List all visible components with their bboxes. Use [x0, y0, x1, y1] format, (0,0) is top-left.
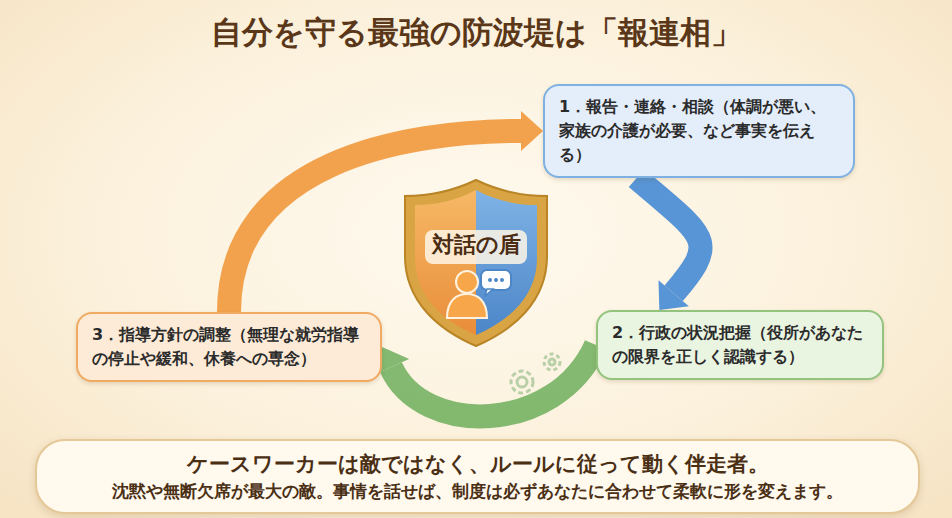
step-box: 3．指導方針の調整（無理な就労指導の停止や緩和、休養への専念）: [76, 312, 382, 382]
banner-body: 沈黙や無断欠席が最大の敵。事情を話せば、制度は必ずあなたに合わせて柔軟に形を変え…: [57, 479, 898, 504]
step-text: 3．指導方針の調整（無理な就労指導の停止や緩和、休養への専念）: [92, 323, 366, 371]
banner-headline: ケースワーカーは敵ではなく、ルールに従って動く伴走者。: [57, 449, 898, 479]
step-text: 1．報告・連絡・相談（体調が悪い、家族の介護が必要、など事実を伝える）: [559, 95, 839, 167]
step-box: 1．報告・連絡・相談（体調が悪い、家族の介護が必要、など事実を伝える）: [543, 84, 855, 178]
shield-label: 対話の盾: [401, 176, 551, 258]
shield-emblem: 対話の盾: [401, 176, 551, 348]
summary-banner: ケースワーカーは敵ではなく、ルールに従って動く伴走者。沈黙や無断欠席が最大の敵。…: [35, 439, 920, 514]
shield-shape: [401, 176, 551, 348]
step-text: 2．行政の状況把握（役所があなたの限界を正しく認識する）: [612, 321, 868, 369]
cycle-arrow: [391, 345, 596, 416]
cycle-arrow: [637, 178, 701, 293]
step-box: 2．行政の状況把握（役所があなたの限界を正しく認識する）: [596, 310, 884, 380]
diagram-title: 自分を守る最強の防波堤は「報連相」: [0, 12, 952, 54]
